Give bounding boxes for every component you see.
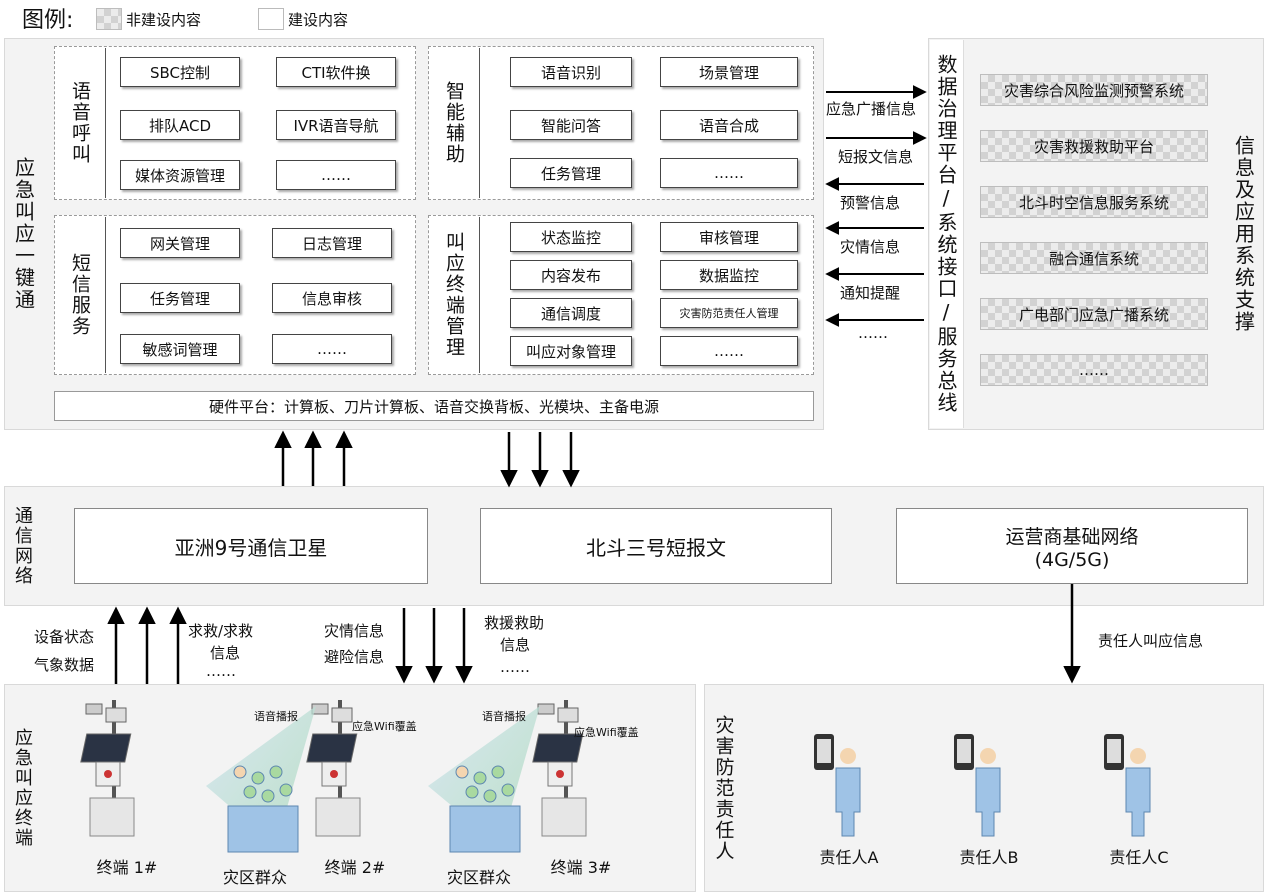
- down-flow-disaster: 灾情信息: [324, 622, 385, 640]
- down-flow-rescue: 救援救助: [484, 614, 545, 632]
- terminal-management-label: 叫应终端管理: [430, 217, 480, 373]
- sensitive-word-box: 敏感词管理: [120, 334, 240, 364]
- carrier-network-box: 运营商基础网络 (4G/5G): [896, 508, 1248, 584]
- down-flow-avoid: 避险信息: [324, 648, 385, 666]
- app-rescue-platform-box: 灾害救援救助平台: [980, 130, 1208, 162]
- crowd-1-label: 灾区群众: [222, 868, 287, 887]
- responsible-label: 灾害防范责任人: [712, 714, 735, 862]
- terminal-2-label: 终端 2#: [324, 858, 386, 877]
- speech-recognition-box: 语音识别: [510, 57, 632, 87]
- sms-more-box: ……: [272, 334, 392, 364]
- content-publish-box: 内容发布: [510, 260, 632, 290]
- up-flow-info: 信息: [210, 644, 241, 662]
- responsible-flow-label: 责任人叫应信息: [1098, 632, 1204, 650]
- flow-warning-label: 预警信息: [840, 194, 901, 212]
- sbc-control-box: SBC控制: [120, 57, 240, 87]
- info-review-box: 信息审核: [272, 283, 392, 313]
- comm-dispatch-box: 通信调度: [510, 298, 632, 328]
- legend-non-build-label: 非建设内容: [126, 11, 202, 29]
- speech-synthesis-box: 语音合成: [660, 110, 798, 140]
- voice-more-box: ……: [276, 160, 396, 190]
- up-flow-sos: 求救/求救: [188, 622, 254, 640]
- crowd-2-icon: [449, 765, 521, 853]
- response-object-management-box: 叫应对象管理: [510, 336, 632, 366]
- satellite-box: 亚洲9号通信卫星: [74, 508, 428, 584]
- terminal-more-box: ……: [660, 336, 798, 366]
- cti-box: CTI软件换: [276, 57, 396, 87]
- person-a-icon: [814, 734, 861, 837]
- audit-management-box: 审核管理: [660, 222, 798, 252]
- terminal-3-label: 终端 3#: [550, 858, 612, 877]
- up-flow-device-status: 设备状态: [34, 628, 95, 646]
- acd-box: 排队ACD: [120, 110, 240, 140]
- responsible-person-management-box: 灾害防范责任人管理: [660, 298, 798, 328]
- vertical-arrows-top: [274, 430, 580, 488]
- flow-sms-label: 短报文信息: [838, 148, 914, 166]
- person-b-icon: [954, 734, 1001, 837]
- down-flow-info: 信息: [500, 636, 531, 654]
- status-monitor-box: 状态监控: [510, 222, 632, 252]
- apps-label: 信息及应用系统支撑: [1231, 135, 1256, 333]
- app-beidou-service-box: 北斗时空信息服务系统: [980, 186, 1208, 218]
- data-platform-label: 数据治理平台/系统接口/服务总线: [930, 40, 964, 428]
- terminal-1-label: 终端 1#: [96, 858, 158, 877]
- network-label: 通信网络: [12, 506, 33, 586]
- top-system-label: 应急叫应一键通: [11, 157, 36, 311]
- person-c-icon: [1104, 734, 1151, 837]
- carrier-line2: (4G/5G): [1034, 548, 1110, 571]
- gateway-management-box: 网关管理: [120, 228, 240, 258]
- voice-broadcast-label-1: 语音播报: [254, 710, 298, 723]
- voice-call-label: 语音呼叫: [56, 48, 106, 198]
- flow-notify-label: 通知提醒: [840, 284, 901, 302]
- terminal-devices: [80, 700, 587, 837]
- data-monitor-box: 数据监控: [660, 260, 798, 290]
- voice-broadcast-label-2: 语音播报: [482, 710, 526, 723]
- legend-title: 图例:: [22, 8, 74, 33]
- legend-build-label: 建设内容: [288, 11, 349, 29]
- app-fusion-comm-box: 融合通信系统: [980, 242, 1208, 274]
- up-flow-weather: 气象数据: [34, 656, 95, 674]
- app-broadcast-box: 广电部门应急广播系统: [980, 298, 1208, 330]
- flow-more-label: ……: [858, 324, 888, 342]
- person-a-label: 责任人A: [819, 848, 879, 867]
- terminal-1-icon: [80, 700, 135, 837]
- hardware-platform-box: 硬件平台：计算板、刀片计算板、语音交换背板、光模块、主备电源: [54, 391, 814, 421]
- person-b-label: 责任人B: [959, 848, 1019, 867]
- down-flow-more: ……: [500, 658, 530, 676]
- sms-service-label: 短信服务: [56, 217, 106, 373]
- legend-build-swatch: [258, 8, 284, 30]
- smart-more-box: ……: [660, 158, 798, 188]
- task-management-box: 任务管理: [510, 158, 632, 188]
- smart-qa-box: 智能问答: [510, 110, 632, 140]
- wifi-label-1: 应急Wifi覆盖: [352, 720, 417, 733]
- vertical-arrows-bottom: [107, 584, 1081, 684]
- terminal-3-icon: [532, 700, 587, 837]
- sms-task-management-box: 任务管理: [120, 283, 240, 313]
- crowd-2-label: 灾区群众: [446, 868, 511, 887]
- app-risk-monitor-box: 灾害综合风险监测预警系统: [980, 74, 1208, 106]
- ivr-box: IVR语音导航: [276, 110, 396, 140]
- person-c-label: 责任人C: [1109, 848, 1169, 867]
- wifi-label-2: 应急Wifi覆盖: [574, 726, 639, 739]
- up-flow-more: ……: [206, 662, 236, 680]
- scene-management-box: 场景管理: [660, 57, 798, 87]
- flow-arrows-right: [825, 85, 927, 327]
- media-resource-box: 媒体资源管理: [120, 160, 240, 190]
- flow-broadcast-label: 应急广播信息: [826, 100, 917, 118]
- app-more-box: ……: [980, 354, 1208, 386]
- flow-disaster-label: 灾情信息: [840, 238, 901, 256]
- log-management-box: 日志管理: [272, 228, 392, 258]
- crowd-1-icon: [227, 765, 299, 853]
- terminals-label: 应急叫应终端: [12, 728, 33, 848]
- smart-assist-label: 智能辅助: [430, 48, 480, 198]
- carrier-line1: 运营商基础网络: [1005, 525, 1139, 548]
- terminal-2-icon: [306, 700, 361, 837]
- beidou-box: 北斗三号短报文: [480, 508, 832, 584]
- legend-non-build-swatch: [96, 8, 122, 30]
